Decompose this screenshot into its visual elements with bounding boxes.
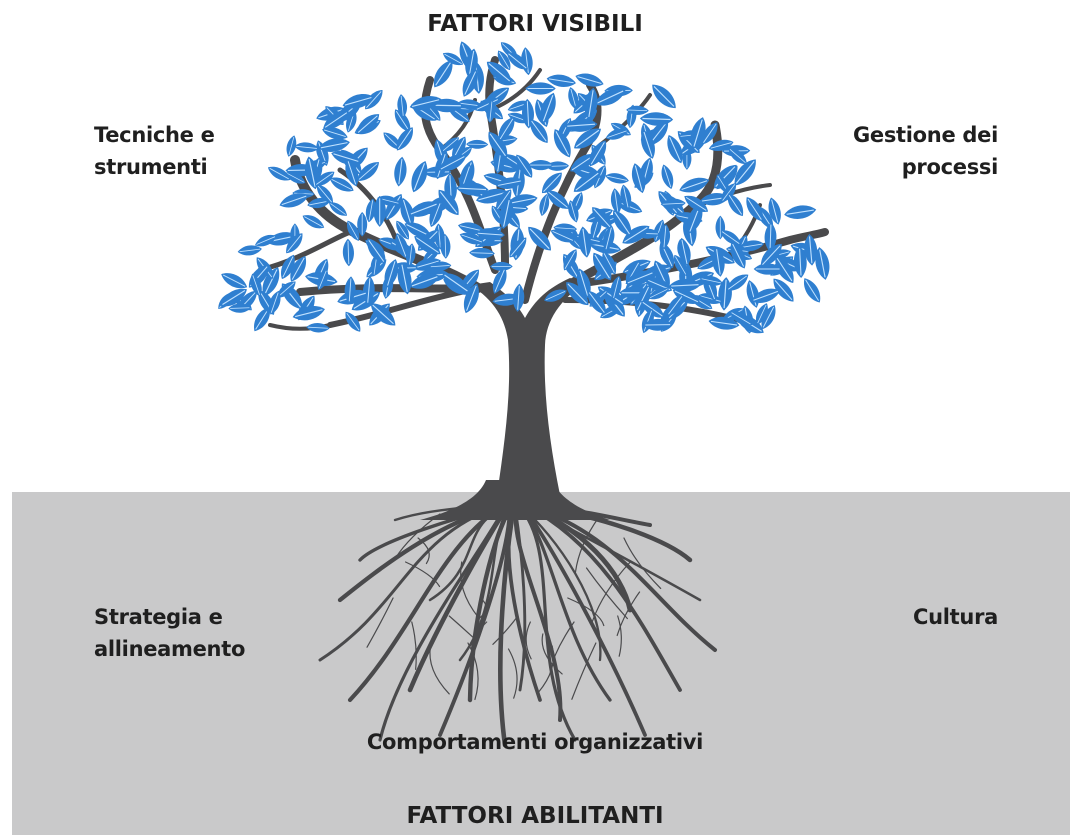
visible-factors-title: FATTORI VISIBILI	[427, 11, 643, 37]
label-process-management: Gestione dei processi	[852, 123, 998, 179]
label-techniques-tools: Tecniche e strumenti	[94, 123, 215, 179]
tree-leaves	[218, 41, 830, 334]
label-culture: Cultura	[913, 605, 998, 629]
label-organizational-behaviors: Comportamenti organizzativi	[366, 730, 704, 754]
tree-trunk	[470, 278, 585, 495]
label-strategy-alignment: Strategia e allineamento	[94, 605, 246, 661]
tree-branches	[257, 56, 829, 331]
tree-roots	[318, 480, 717, 748]
enabling-factors-title: FATTORI ABILITANTI	[406, 803, 664, 829]
underground-area	[12, 492, 1070, 835]
